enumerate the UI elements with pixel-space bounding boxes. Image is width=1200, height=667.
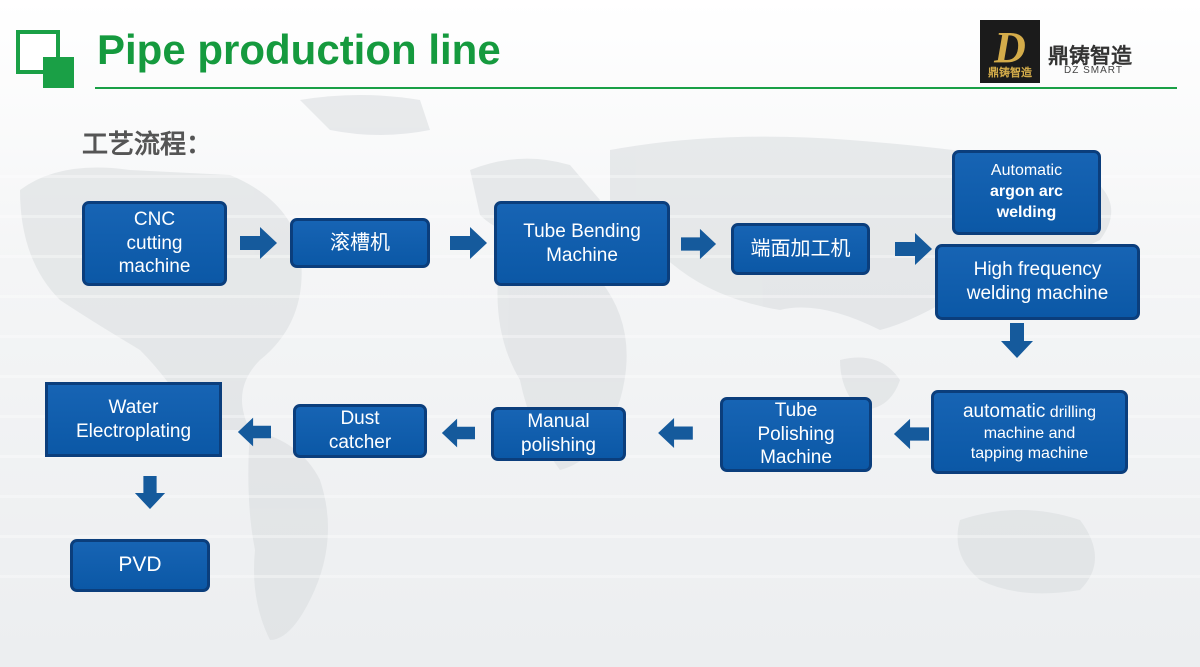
brand-subtitle: DZ SMART [1064, 65, 1123, 76]
step-label: Tube Polishing Machine [757, 399, 835, 469]
step-automatic-argon-arc-welding: Automatic argon arc welding [952, 150, 1101, 235]
logo-filled-square [43, 57, 74, 88]
step-pvd: PVD [70, 539, 210, 592]
step-label: Water Electroplating [75, 396, 192, 442]
step-label: 端面加工机 [750, 237, 851, 260]
step-label: 滚槽机 [330, 231, 390, 254]
process-flow-heading: 工艺流程： [82, 129, 213, 159]
arrow-left-icon [237, 417, 271, 447]
arrow-down-icon [134, 476, 166, 510]
arrow-right-icon [681, 228, 717, 260]
step-label: Manual polishing [521, 411, 596, 456]
arrow-left-icon [893, 418, 929, 450]
step-high-frequency-welding-machine: High frequency welding machine [935, 244, 1140, 320]
step-label-line1: Automatic [990, 162, 1063, 180]
step-water-electroplating: Water Electroplating [45, 382, 222, 457]
step-label-line2: argon arc welding [990, 183, 1063, 221]
title-divider [95, 87, 1177, 89]
step-rolling-groove-machine: 滚槽机 [290, 218, 430, 268]
step-label: automatic drilling machine and tapping m… [963, 400, 1096, 464]
step-manual-polishing: Manual polishing [491, 407, 626, 461]
step-automatic-drilling-tapping-machine: automatic drilling machine and tapping m… [931, 390, 1128, 474]
step-label-rest: drilling machine and tapping machine [970, 404, 1097, 462]
page-title: Pipe production line [97, 26, 501, 73]
step-label-emphasis: automatic [962, 401, 1046, 423]
arrow-left-icon [658, 418, 693, 448]
brand-name: 鼎铸智造 [1048, 45, 1132, 68]
step-end-face-machine: 端面加工机 [731, 223, 870, 275]
brand-logo: D 鼎铸智造 鼎铸智造 DZ SMART [980, 20, 1170, 84]
step-tube-bending-machine: Tube Bending Machine [494, 201, 670, 286]
step-label: High frequency welding machine [966, 259, 1109, 304]
arrow-right-icon [240, 227, 277, 259]
brand-mark-caption: 鼎铸智造 [988, 67, 1032, 79]
arrow-right-icon [895, 233, 932, 265]
arrow-right-icon [450, 227, 487, 259]
step-tube-polishing-machine: Tube Polishing Machine [720, 397, 872, 472]
brand-mark-letter: D [994, 23, 1026, 72]
step-label: PVD [118, 553, 162, 577]
arrow-left-icon [441, 418, 475, 448]
step-label: Dust catcher [328, 408, 392, 453]
brand-badge-icon: D 鼎铸智造 [980, 20, 1040, 83]
arrow-down-icon [1001, 323, 1033, 358]
step-label: CNC cutting machine [118, 208, 191, 278]
step-label: Tube Bending Machine [523, 220, 641, 266]
step-cnc-cutting-machine: CNC cutting machine [82, 201, 227, 286]
step-dust-catcher: Dust catcher [293, 404, 427, 458]
title-logo-squares [16, 30, 74, 88]
